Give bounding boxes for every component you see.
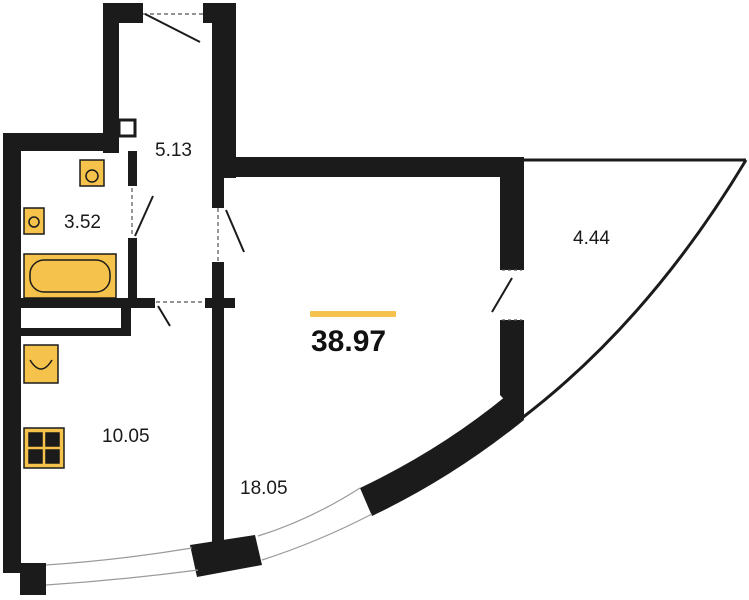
total-area-accent-bar xyxy=(310,311,396,317)
window-right-line-1 xyxy=(257,487,361,537)
window-left-line-2 xyxy=(45,569,199,586)
bathroom-right-wall-lower xyxy=(128,238,137,300)
entry-door-leaf xyxy=(144,13,201,43)
living-top-wall xyxy=(212,157,524,177)
total-area: 38.97 xyxy=(311,325,387,358)
bathroom-top-wall xyxy=(3,133,119,151)
windows xyxy=(45,487,373,586)
bottom-pier xyxy=(190,535,262,577)
bathroom-bottom-inner xyxy=(3,328,131,336)
corridor-left-wall xyxy=(103,3,119,153)
window-right-line-2 xyxy=(261,513,373,561)
corner-block xyxy=(20,563,46,595)
curved-wall-segment xyxy=(360,396,524,516)
bathroom-right-wall-upper xyxy=(128,151,137,186)
corridor-right-wall xyxy=(212,3,236,178)
bathroom-area-label: 3.52 xyxy=(64,212,101,233)
corridor-area-label: 5.13 xyxy=(155,140,192,161)
shaft xyxy=(117,118,137,138)
balcony-area-label: 4.44 xyxy=(573,228,610,249)
living-door-leaf xyxy=(225,209,245,253)
living-balcony-wall-upper xyxy=(500,165,524,270)
bathroom-bottom-box xyxy=(121,308,131,336)
kitchen-sink-icon xyxy=(23,344,59,384)
balcony-door xyxy=(502,269,522,321)
kitchen-area-label: 10.05 xyxy=(102,426,150,447)
doors xyxy=(131,13,522,327)
kitchen-living-wall xyxy=(212,178,224,208)
living-balcony-wall-lower xyxy=(500,320,524,420)
walls xyxy=(3,3,524,595)
balcony-outline xyxy=(521,158,748,420)
corridor-top-wall-left xyxy=(103,3,143,23)
balcony-curve xyxy=(521,159,748,420)
fixtures xyxy=(23,159,117,469)
kitchen-door-leaf xyxy=(157,305,171,327)
kitchen-living-wall-mid xyxy=(212,262,224,542)
corridor-top-wall-right xyxy=(203,3,236,23)
window-left-line-1 xyxy=(45,547,193,566)
balcony-door-leaf xyxy=(491,277,513,313)
living-area-label: 18.05 xyxy=(240,478,288,499)
left-outer-wall xyxy=(3,133,21,573)
bathroom-door-leaf xyxy=(134,195,154,237)
bathroom-bottom-wall xyxy=(3,298,155,308)
